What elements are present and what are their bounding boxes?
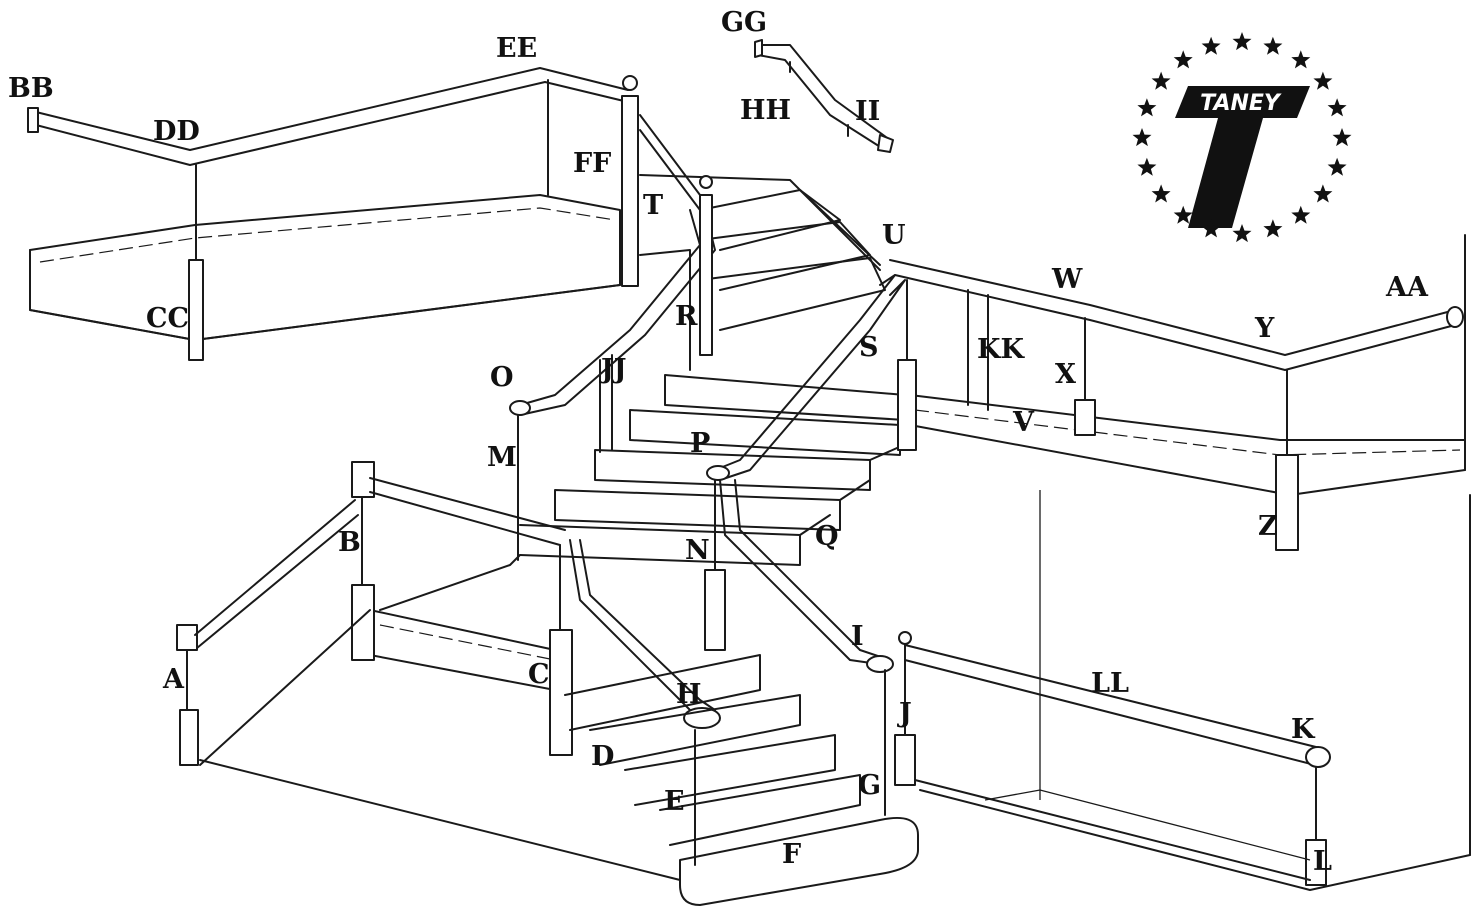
label-gg: GG xyxy=(721,7,767,38)
label-n: N xyxy=(685,535,710,566)
label-dd: DD xyxy=(153,116,200,147)
logo-star-icon xyxy=(1137,157,1157,176)
label-w: W xyxy=(1051,264,1083,295)
label-h: H xyxy=(676,679,702,710)
label-r: R xyxy=(675,301,698,332)
label-k: K xyxy=(1291,714,1316,745)
logo-star-icon xyxy=(1151,184,1171,203)
logo-star-icon xyxy=(1327,157,1347,176)
part-labels: A B C D E F G H I J K L M N O P Q R S T … xyxy=(8,7,1429,877)
logo-star-icon xyxy=(1332,128,1352,147)
label-j: J xyxy=(897,698,912,729)
logo-star-icon xyxy=(1173,50,1193,69)
label-f: F xyxy=(782,839,801,870)
logo-star-icon xyxy=(1263,36,1283,55)
logo-star-icon xyxy=(1132,128,1152,147)
label-c: C xyxy=(528,659,550,690)
label-v: V xyxy=(1012,407,1035,438)
label-i: I xyxy=(851,621,864,652)
label-p: P xyxy=(690,428,710,459)
label-kk: KK xyxy=(977,334,1025,365)
logo-star-icon xyxy=(1232,32,1252,51)
label-jj: JJ xyxy=(599,354,627,385)
logo-star-icon xyxy=(1201,219,1221,238)
label-d: D xyxy=(591,741,614,772)
logo-star-icon xyxy=(1137,98,1157,117)
label-a: A xyxy=(162,664,185,695)
label-cc: CC xyxy=(146,303,189,334)
logo-star-icon xyxy=(1313,184,1333,203)
logo-star-icon xyxy=(1201,36,1221,55)
label-bb: BB xyxy=(8,73,54,104)
logo-star-icon xyxy=(1232,224,1252,243)
label-t: T xyxy=(643,190,663,221)
lower-right-rail xyxy=(894,631,1471,891)
logo-brand-text: TANEY xyxy=(1200,91,1282,116)
right-balcony xyxy=(889,234,1471,856)
label-s: S xyxy=(859,332,879,363)
label-y: Y xyxy=(1254,313,1275,344)
label-b: B xyxy=(338,527,361,558)
taney-logo: TANEY xyxy=(1132,32,1352,243)
lower-flight xyxy=(176,461,919,906)
upper-flight xyxy=(509,114,886,416)
label-q: Q xyxy=(815,521,839,552)
logo-star-icon xyxy=(1263,219,1283,238)
logo-star-icon xyxy=(1151,71,1171,90)
label-aa: AA xyxy=(1385,272,1429,303)
label-l: L xyxy=(1313,846,1332,877)
logo-star-icon xyxy=(1173,205,1193,224)
label-e: E xyxy=(664,786,685,817)
label-x: X xyxy=(1055,359,1076,390)
label-m: M xyxy=(487,442,517,473)
label-ee: EE xyxy=(496,33,537,64)
label-ll: LL xyxy=(1091,668,1129,699)
logo-star-icon xyxy=(1291,50,1311,69)
label-ii: II xyxy=(855,96,880,127)
label-ff: FF xyxy=(573,148,611,179)
logo-t-bar xyxy=(1175,86,1310,118)
upper-left-balcony xyxy=(27,67,639,361)
label-g: G xyxy=(858,770,881,801)
label-o: O xyxy=(490,362,514,393)
logo-star-icon xyxy=(1313,71,1333,90)
logo-t-stem xyxy=(1188,118,1263,228)
logo-star-icon xyxy=(1291,205,1311,224)
middle-flight xyxy=(369,274,916,691)
label-hh: HH xyxy=(740,95,791,126)
label-u: U xyxy=(882,220,906,251)
logo-star-icon xyxy=(1327,98,1347,117)
label-z: Z xyxy=(1258,511,1278,542)
wall-rail-detail xyxy=(754,39,894,153)
